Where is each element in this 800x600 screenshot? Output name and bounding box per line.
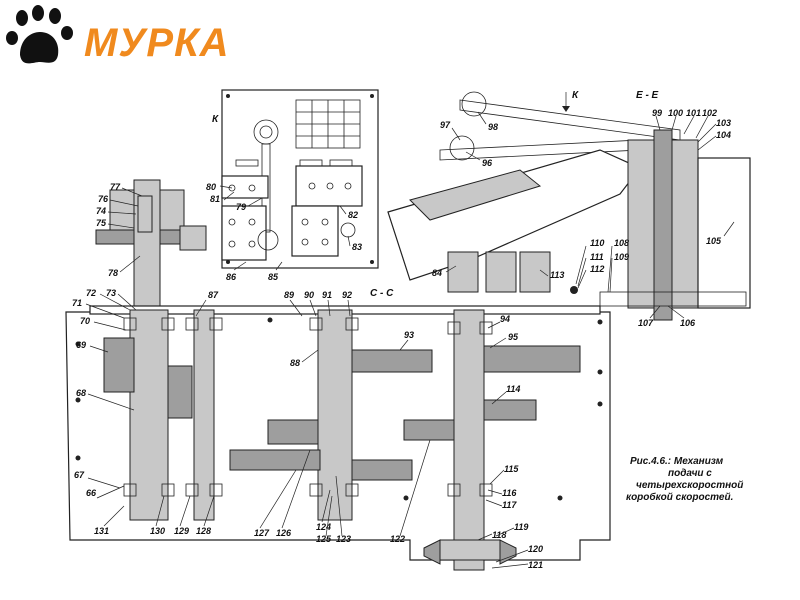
part-label-88: 88 — [290, 358, 300, 368]
part-label-66: 66 — [86, 488, 97, 498]
part-label-96: 96 — [482, 158, 493, 168]
arrow-k-label: К — [572, 90, 579, 101]
part-label-108: 108 — [614, 238, 629, 248]
part-label-80: 80 — [206, 182, 216, 192]
figure-caption: Рис.4.6.: Механизм подачи с четырехскоро… — [626, 456, 743, 503]
part-label-82: 82 — [348, 210, 358, 220]
part-label-114: 114 — [506, 384, 520, 394]
part-label-106: 106 — [680, 318, 696, 328]
part-label-112: 112 — [590, 264, 604, 274]
part-label-129: 129 — [174, 526, 189, 536]
part-label-68: 68 — [76, 388, 86, 398]
part-label-126: 126 — [276, 528, 292, 538]
part-label-111: 111 — [590, 252, 604, 262]
section-ee-label: Е - Е — [636, 90, 659, 101]
caption-line-3: четырехскоростной — [636, 480, 743, 491]
caption-line-4: коробкой скоростей. — [626, 491, 733, 503]
part-label-130: 130 — [150, 526, 165, 536]
part-label-76: 76 — [98, 194, 109, 204]
part-label-92: 92 — [342, 290, 352, 300]
part-label-131: 131 — [94, 526, 109, 536]
part-label-120: 120 — [528, 544, 543, 554]
part-label-70: 70 — [80, 316, 90, 326]
part-label-105: 105 — [706, 236, 722, 246]
part-label-127: 127 — [254, 528, 270, 538]
part-label-101: 101 — [686, 108, 701, 118]
part-label-69: 69 — [76, 340, 86, 350]
section-cc-label: С - С — [370, 288, 394, 299]
part-label-121: 121 — [528, 560, 543, 570]
gearbox-housing — [65, 305, 611, 571]
part-label-118: 118 — [492, 530, 506, 540]
part-label-73: 73 — [106, 288, 116, 298]
part-label-75: 75 — [96, 218, 107, 228]
part-label-110: 110 — [590, 238, 604, 248]
part-label-115: 115 — [504, 464, 519, 474]
part-label-84: 84 — [432, 268, 442, 278]
part-label-90: 90 — [304, 290, 314, 300]
section-labels: К С - С Е - Е К — [212, 90, 659, 299]
part-label-116: 116 — [502, 488, 517, 498]
lever-mechanism — [387, 91, 751, 321]
part-label-100: 100 — [668, 108, 683, 118]
part-label-87: 87 — [208, 290, 219, 300]
part-label-98: 98 — [488, 122, 498, 132]
part-label-83: 83 — [352, 242, 362, 252]
part-label-97: 97 — [440, 120, 451, 130]
part-label-67: 67 — [74, 470, 85, 480]
caption-line-1: Рис.4.6.: Механизм — [630, 456, 724, 467]
part-label-74: 74 — [96, 206, 106, 216]
part-label-79: 79 — [236, 202, 246, 212]
part-label-113: 113 — [550, 270, 564, 280]
part-callouts: 66 67 68 69 70 71 72 73 74 75 76 77 78 7… — [72, 108, 735, 570]
part-label-119: 119 — [514, 522, 528, 532]
part-label-122: 122 — [390, 534, 405, 544]
part-label-85: 85 — [268, 272, 279, 282]
part-label-125: 125 — [316, 534, 332, 544]
part-label-71: 71 — [72, 298, 82, 308]
part-label-89: 89 — [284, 290, 294, 300]
part-label-78: 78 — [108, 268, 118, 278]
caption-line-2: подачи с — [668, 468, 712, 479]
part-label-77: 77 — [110, 182, 121, 192]
brand-name: МУРКА — [84, 21, 230, 65]
part-label-99: 99 — [652, 108, 662, 118]
part-label-124: 124 — [316, 522, 331, 532]
left-shaft-assembly — [95, 179, 207, 311]
part-label-102: 102 — [702, 108, 717, 118]
part-label-109: 109 — [614, 252, 629, 262]
brand-logo: МУРКА — [6, 5, 230, 65]
part-label-117: 117 — [502, 500, 517, 510]
part-label-94: 94 — [500, 314, 510, 324]
part-label-93: 93 — [404, 330, 414, 340]
part-label-95: 95 — [508, 332, 519, 342]
part-label-128: 128 — [196, 526, 211, 536]
part-label-107: 107 — [638, 318, 654, 328]
part-label-104: 104 — [716, 130, 731, 140]
part-label-103: 103 — [716, 118, 731, 128]
view-k-label: К — [212, 114, 219, 125]
part-label-123: 123 — [336, 534, 351, 544]
paw-print-icon — [6, 5, 73, 64]
part-label-91: 91 — [322, 290, 332, 300]
part-label-72: 72 — [86, 288, 96, 298]
part-label-86: 86 — [226, 272, 237, 282]
part-label-81: 81 — [210, 194, 220, 204]
view-k-panel — [221, 89, 379, 269]
